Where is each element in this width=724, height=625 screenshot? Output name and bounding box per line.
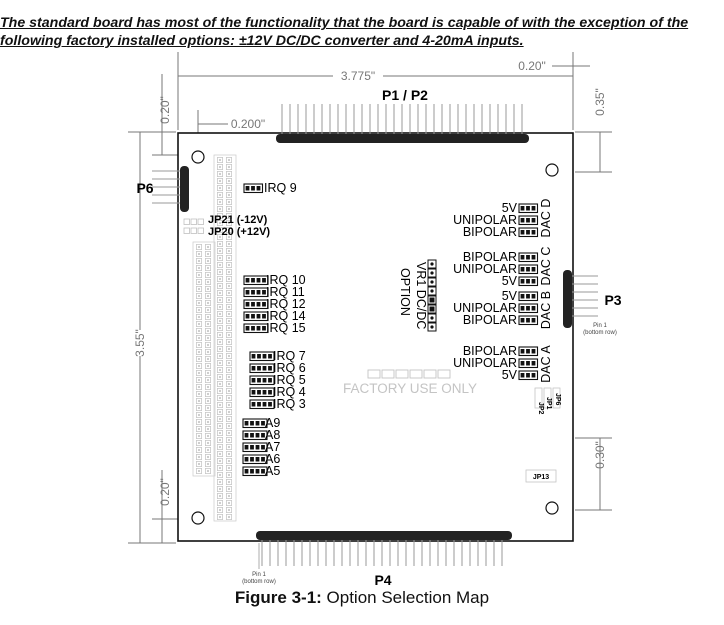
vr1-line2: OPTION — [398, 268, 412, 316]
dim-top-left-label: 0.20" — [158, 96, 172, 124]
connector-p4-label: P4 — [374, 572, 391, 588]
factory-use-label: FACTORY USE ONLY — [343, 381, 477, 396]
board-outline — [177, 132, 574, 542]
connector-p1p2 — [276, 104, 529, 143]
mounting-holes — [191, 150, 559, 525]
dac-c-row-label: BIPOLAR — [463, 250, 517, 264]
irq-high-label: IRQ 12 — [266, 297, 306, 311]
dac-c-row-label: 5V — [502, 274, 518, 288]
irq-high-label: IRQ 10 — [266, 273, 306, 287]
dac-b-name: DAC B — [539, 291, 553, 329]
jumper-irq9-label: IRQ 9 — [264, 181, 297, 195]
dac-d-labels: 5V UNIPOLAR BIPOLAR — [453, 201, 518, 239]
jumper-jp6-label: JP6 — [554, 393, 561, 406]
figure-caption-text: Option Selection Map — [321, 588, 490, 607]
dimension-lines — [128, 52, 612, 544]
dim-bottom-right-label: 0.30" — [593, 441, 607, 469]
dac-d-row-label: UNIPOLAR — [453, 213, 517, 227]
jumper-jp2-label: JP2 — [537, 402, 544, 415]
irq-low-label: IRQ 3 — [273, 397, 306, 411]
address-label: A8 — [265, 428, 280, 442]
dac-a-name: DAC A — [539, 345, 553, 383]
p3-pin1-line2: (bottom row) — [583, 330, 617, 336]
irq-low-labels: IRQ 7 IRQ 6 IRQ 5 IRQ 4 IRQ 3 — [273, 349, 306, 411]
jumper-jp1-label: JP1 — [545, 397, 552, 410]
intro-text: The standard board has most of the funct… — [0, 14, 724, 50]
p4-pin1-line2: (bottom row) — [242, 579, 276, 585]
p3-pin1-line1: Pin 1 — [593, 323, 607, 329]
address-label: A9 — [265, 416, 280, 430]
mounting-hole-top-left — [191, 150, 205, 164]
irq-high-label: IRQ 11 — [266, 285, 305, 299]
jumper-jp21-label: JP21 (-12V) — [208, 214, 268, 226]
figure-caption: Figure 3-1: Option Selection Map — [0, 588, 724, 608]
connector-p1p2-label: P1 / P2 — [382, 87, 428, 103]
irq-high-label: IRQ 15 — [266, 321, 306, 335]
intro-line-2: following factory installed options: ±12… — [0, 33, 524, 49]
dim-top-right-label: 0.35" — [593, 88, 607, 116]
address-label: A7 — [265, 440, 280, 454]
address-label: A6 — [265, 452, 280, 466]
address-label: A5 — [265, 464, 280, 478]
dac-a-row-label: UNIPOLAR — [453, 356, 517, 370]
dim-width-label: 3.775" — [341, 69, 375, 83]
mounting-hole-bottom-right — [545, 501, 559, 515]
dac-a-row-label: BIPOLAR — [463, 344, 517, 358]
dac-b-row-label: BIPOLAR — [463, 313, 517, 327]
p4-pin1-line1: Pin 1 — [252, 572, 266, 578]
connector-p6 — [152, 166, 189, 212]
dac-d-row-label: 5V — [502, 201, 518, 215]
dac-b-row-label: UNIPOLAR — [453, 301, 517, 315]
dac-c-name: DAC C — [539, 247, 553, 286]
dim-height-label: 3.55" — [133, 329, 147, 357]
irq-low-label: IRQ 5 — [273, 373, 306, 387]
dac-a-labels: BIPOLAR UNIPOLAR 5V — [453, 344, 518, 382]
dim-hole-offset-label: 0.200" — [231, 117, 265, 131]
dac-b-row-label: 5V — [502, 289, 518, 303]
dac-d-row-label: BIPOLAR — [463, 225, 517, 239]
jumper-blocks — [242, 183, 539, 477]
address-labels: A9 A8 A7 A6 A5 — [265, 416, 280, 478]
dim-bottom-left-label: 0.20" — [158, 478, 172, 506]
dac-c-row-label: UNIPOLAR — [453, 262, 517, 276]
connector-p4 — [256, 531, 512, 566]
dim-right-offset-label: 0.20" — [518, 59, 546, 73]
jumper-jp20-label: JP20 (+12V) — [208, 226, 270, 238]
pad-grid — [183, 154, 561, 522]
mounting-hole-bottom-left — [191, 511, 205, 525]
connector-p6-label: P6 — [136, 180, 153, 196]
dac-c-labels: BIPOLAR UNIPOLAR 5V — [453, 250, 518, 288]
irq-high-label: IRQ 14 — [266, 309, 306, 323]
dac-a-row-label: 5V — [502, 368, 518, 382]
dac-b-labels: 5V UNIPOLAR BIPOLAR — [453, 289, 518, 327]
irq-low-label: IRQ 4 — [273, 385, 306, 399]
irq-low-label: IRQ 7 — [273, 349, 306, 363]
jumper-jp13-label: JP13 — [533, 474, 549, 481]
irq-high-labels: IRQ 10 IRQ 11 IRQ 12 IRQ 14 IRQ 15 — [266, 273, 306, 335]
mounting-hole-top-right — [545, 163, 559, 177]
connector-p3-label: P3 — [604, 292, 621, 308]
connector-p3 — [563, 270, 598, 328]
figure-caption-label: Figure 3-1: — [234, 588, 322, 607]
vr1-line1: VR1 DC/DC — [414, 262, 428, 329]
intro-line-1: The standard board has most of the funct… — [0, 15, 689, 31]
irq-low-label: IRQ 6 — [273, 361, 306, 375]
dac-d-name: DAC D — [539, 199, 553, 238]
